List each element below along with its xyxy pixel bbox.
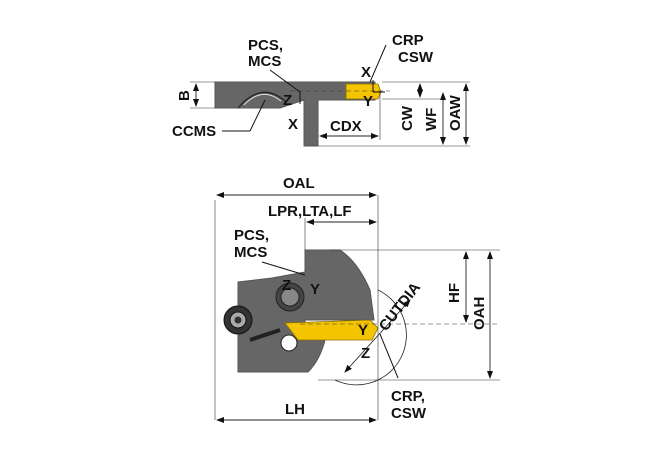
label-pcs-mcs-side-2: MCS — [234, 244, 267, 261]
label-cutdia: CUTDIA — [376, 279, 424, 334]
label-y-tip: Y — [358, 322, 368, 339]
ccms-arc-inner — [243, 94, 282, 106]
label-oal: OAL — [283, 175, 315, 192]
label-oah: OAH — [471, 297, 488, 330]
side-view: OAL LPR,LTA,LF PCS, MCS Z Y CUTDIA HF OA… — [214, 175, 500, 423]
dim-cutdia — [344, 299, 411, 373]
label-pcs-mcs-side-1: PCS, — [234, 227, 269, 244]
label-lh: LH — [285, 401, 305, 418]
top-view: PCS, MCS CRP CSW X Y Z X B CCMS CDX CW W… — [172, 32, 470, 147]
chip-clearance — [280, 334, 298, 352]
label-crp-top: CRP — [392, 32, 424, 49]
label-b: B — [176, 90, 193, 101]
label-lpr-lta-lf: LPR,LTA,LF — [268, 203, 352, 220]
label-x-top: X — [361, 64, 371, 81]
label-csw-top: CSW — [398, 49, 434, 66]
label-crp-side: CRP, — [391, 388, 425, 405]
label-x-left: X — [288, 116, 298, 133]
label-csw-side: CSW — [391, 405, 427, 422]
label-z-tip: Z — [361, 345, 370, 362]
label-pcs-mcs-top-2: MCS — [248, 53, 281, 70]
label-hf: HF — [446, 283, 463, 303]
side-view-body — [237, 249, 375, 373]
label-y-side: Y — [310, 281, 320, 298]
label-z-side: Z — [282, 277, 291, 294]
label-ccms: CCMS — [172, 123, 216, 140]
label-wf: WF — [423, 108, 440, 131]
label-y-top: Y — [363, 93, 373, 110]
label-oaw: OAW — [447, 94, 464, 131]
label-z-top: Z — [283, 92, 292, 109]
label-cw: CW — [399, 105, 416, 131]
ccms-arc-outer — [237, 91, 287, 109]
label-pcs-mcs-top-1: PCS, — [248, 37, 283, 54]
label-cdx: CDX — [330, 118, 362, 135]
